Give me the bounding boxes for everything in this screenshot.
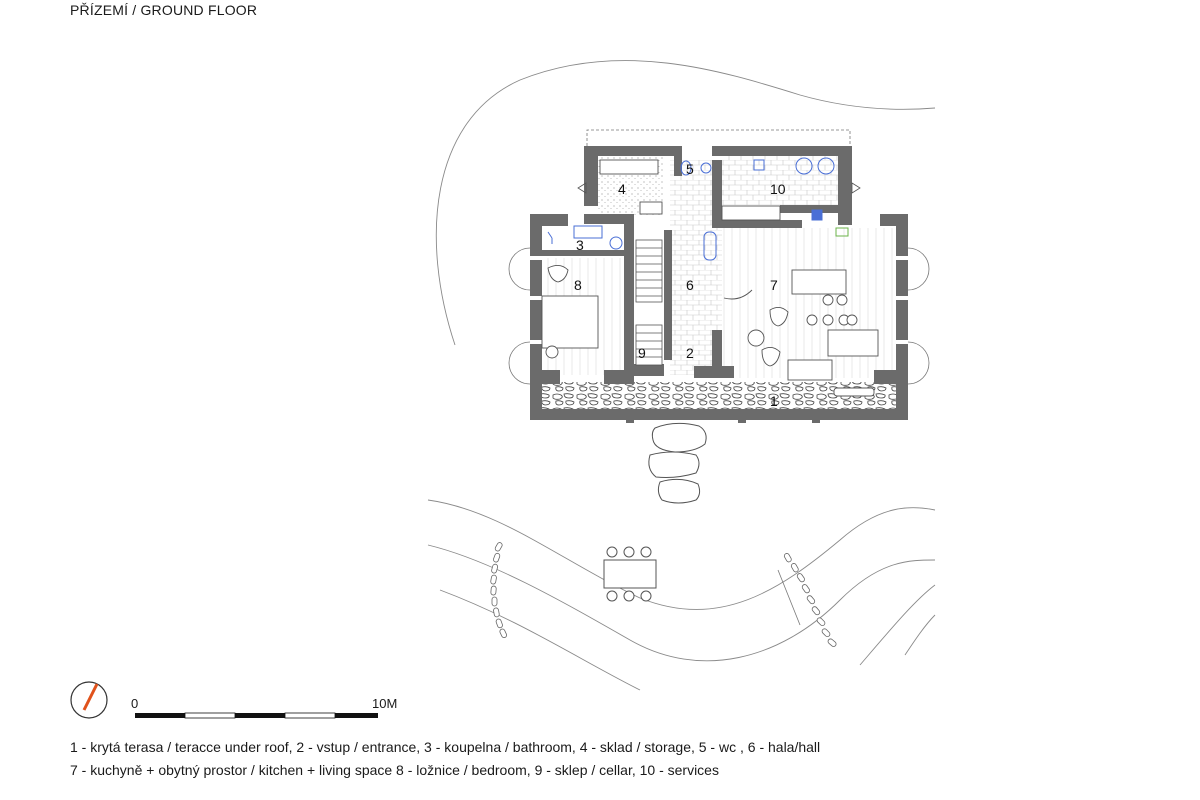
bay-windows <box>508 247 930 385</box>
room-labels: 1 2 3 4 5 6 7 8 9 10 <box>574 161 786 409</box>
armchair-bedroom <box>547 265 569 283</box>
roof-outline <box>586 129 851 146</box>
room-label-5: 5 <box>686 161 694 177</box>
north-arrow-icon <box>70 681 108 719</box>
contour-lower-5 <box>904 614 936 656</box>
bedside-lamp <box>545 345 559 359</box>
services-sink <box>753 159 765 171</box>
room-label-4: 4 <box>618 181 626 197</box>
storage-shelf <box>639 201 663 215</box>
living-table <box>747 329 765 347</box>
bathroom-sink <box>573 225 603 239</box>
contour-lower-3 <box>439 589 641 691</box>
living-sofa <box>787 359 833 381</box>
scale-end-label: 10M <box>372 696 398 711</box>
storage-rack <box>599 159 659 175</box>
path-pebbles-left <box>490 542 507 639</box>
room-label-7: 7 <box>770 277 778 293</box>
room-label-2: 2 <box>686 345 694 361</box>
kitchen-cabinet <box>723 289 753 300</box>
scale-bar <box>135 712 378 719</box>
page-title: PŘÍZEMÍ / GROUND FLOOR <box>70 2 258 18</box>
services-floor <box>722 155 847 205</box>
room-label-1: 1 <box>770 393 778 409</box>
kitchen-island <box>791 269 847 295</box>
boiler-1 <box>795 157 813 175</box>
room-label-6: 6 <box>686 277 694 293</box>
shower-icon <box>547 231 553 244</box>
outdoor-dining-set <box>603 546 657 602</box>
legend-line-1: 1 - krytá terasa / teracce under roof, 2… <box>70 739 821 755</box>
services-counter <box>721 205 781 221</box>
stepping-stone <box>648 451 700 478</box>
contour-lower-2 <box>427 544 936 662</box>
room-label-10: 10 <box>770 181 786 197</box>
wc-basin <box>700 162 712 174</box>
terrace-bench <box>833 387 875 397</box>
walls <box>530 146 908 423</box>
boiler-2 <box>817 157 835 175</box>
contour-lower-4 <box>859 584 936 666</box>
path-pebbles-right <box>777 553 837 647</box>
armchair-living-2 <box>761 347 781 367</box>
stepping-stone <box>651 422 707 453</box>
armchair-living-1 <box>769 307 789 327</box>
outdoor-table <box>603 559 657 589</box>
kitchen-counter <box>827 329 879 357</box>
scale-start-label: 0 <box>131 696 139 711</box>
legend-line-2: 7 - kuchyně + obytný prostor / kitchen +… <box>70 762 719 778</box>
terrain-contours <box>427 60 936 691</box>
contour-top <box>435 60 936 346</box>
wc-toilet <box>680 160 692 176</box>
room-label-8: 8 <box>574 277 582 293</box>
entrance-markers <box>577 182 861 194</box>
accent-unit-icon <box>835 227 849 237</box>
furniture <box>541 159 879 397</box>
stepping-stones <box>648 422 707 504</box>
bathroom-toilet <box>609 236 623 250</box>
hall-basin <box>703 231 717 261</box>
staircase <box>635 239 663 366</box>
room-label-3: 3 <box>576 237 584 253</box>
room-label-9: 9 <box>638 345 646 361</box>
contour-lower-1 <box>427 499 936 610</box>
stepping-stone <box>657 478 701 504</box>
heat-unit-icon <box>811 209 823 221</box>
bed <box>541 295 599 349</box>
